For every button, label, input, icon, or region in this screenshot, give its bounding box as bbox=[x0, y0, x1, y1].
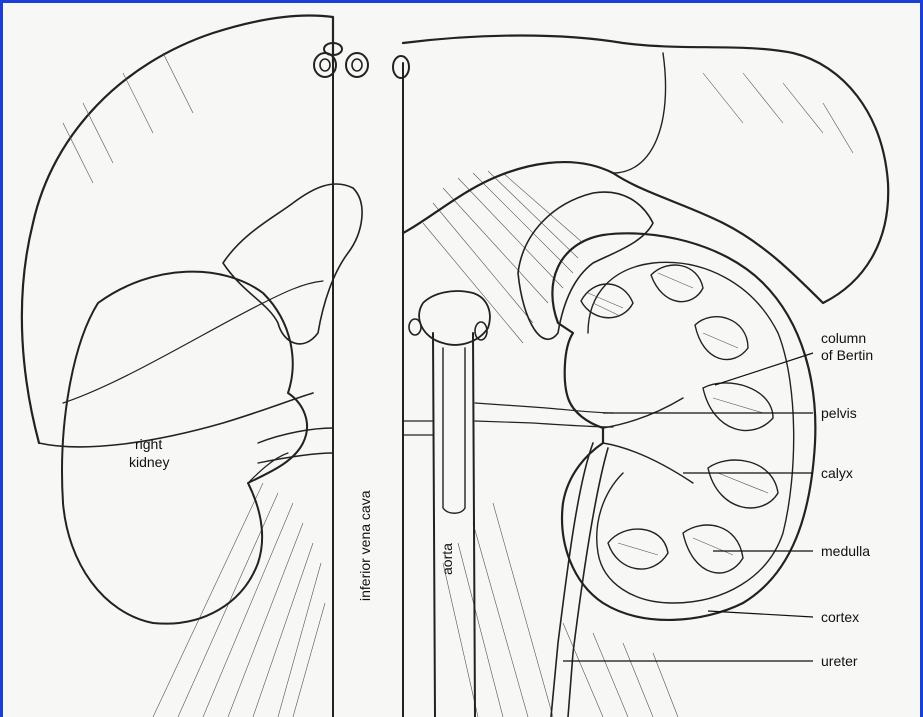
label-cortex-text: cortex bbox=[821, 609, 859, 625]
liver bbox=[22, 16, 888, 447]
aorta bbox=[403, 291, 613, 717]
inferior-vena-cava bbox=[258, 43, 409, 717]
posterior-muscle-fibres bbox=[153, 171, 678, 717]
right-kidney bbox=[62, 272, 307, 624]
kidney-anatomy-drawing: right kidney inferior vena cava aorta co… bbox=[3, 3, 920, 717]
label-inferior-vena-cava: inferior vena cava bbox=[357, 490, 373, 601]
left-adrenal-gland bbox=[518, 192, 653, 339]
label-ureter-text: ureter bbox=[821, 653, 858, 669]
label-pelvis-text: pelvis bbox=[821, 405, 857, 421]
label-column-line1: column bbox=[821, 330, 866, 346]
label-calyx-text: calyx bbox=[821, 465, 853, 481]
right-adrenal-gland bbox=[223, 184, 362, 344]
label-aorta: aorta bbox=[439, 543, 455, 575]
label-right-kidney-line1: right bbox=[135, 436, 162, 452]
label-medulla-text: medulla bbox=[821, 543, 870, 559]
label-column-line2: of Bertin bbox=[821, 347, 873, 363]
label-right-kidney-line2: kidney bbox=[129, 454, 169, 470]
label-cortex: cortex bbox=[708, 609, 859, 625]
label-medulla: medulla bbox=[713, 543, 870, 559]
label-column-of-bertin: column of Bertin bbox=[715, 330, 873, 385]
label-right-kidney: right kidney bbox=[129, 436, 169, 470]
